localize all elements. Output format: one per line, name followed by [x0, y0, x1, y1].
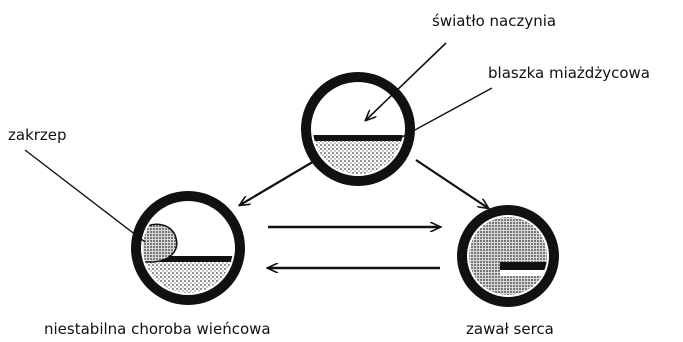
arrow-top-to-left — [240, 160, 316, 205]
label-lumen: światło naczynia — [432, 14, 556, 29]
top-vessel-icon — [305, 77, 415, 181]
label-infarction: zawał serca — [466, 322, 554, 337]
plaque-band — [308, 135, 403, 141]
label-thrombus: zakrzep — [8, 128, 67, 143]
right-vessel-icon — [462, 210, 555, 305]
label-plaque: blaszka miażdżycowa — [488, 66, 650, 81]
left-vessel-icon — [135, 196, 246, 302]
leader-thrombus — [25, 150, 145, 242]
right-plaque-band — [500, 262, 550, 270]
label-unstable: niestabilna choroba wieńcowa — [44, 322, 271, 337]
arrow-top-to-right — [416, 160, 488, 208]
leader-plaque — [402, 88, 492, 137]
